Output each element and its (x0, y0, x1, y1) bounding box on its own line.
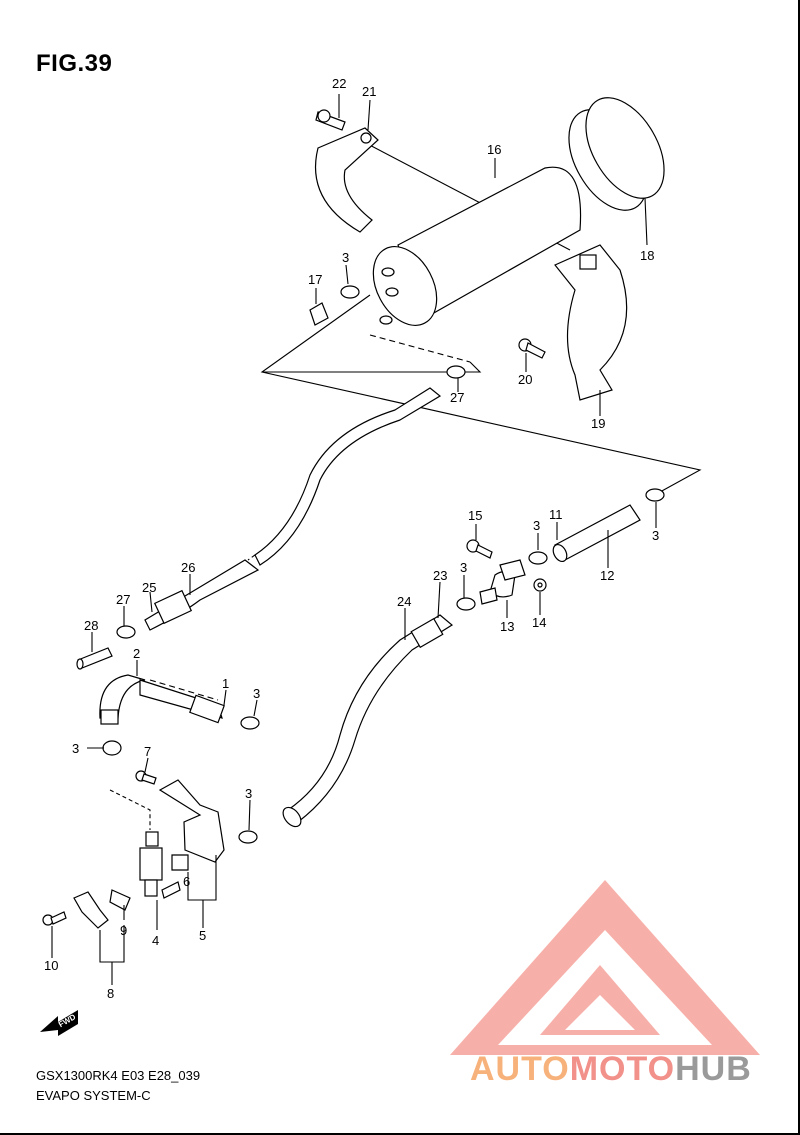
callout-14: 14 (532, 615, 546, 630)
callout-23: 23 (433, 568, 447, 583)
callout-1: 1 (222, 676, 229, 691)
canister-bracket (554, 244, 628, 401)
callout-8: 8 (107, 986, 114, 1001)
figure-code: GSX1300RK4 E03 E28_039 (36, 1068, 201, 1083)
callout-20: 20 (518, 372, 532, 387)
hose-clip-top (340, 285, 360, 299)
canister-clamp (314, 109, 379, 233)
forward-direction-arrow: FWD (40, 1010, 78, 1036)
valve-washer (533, 578, 547, 592)
callout-labels: 22 21 16 18 3 17 20 27 19 15 3 11 3 12 2… (44, 76, 659, 1001)
callout-11: 11 (549, 507, 563, 522)
figure-title: FIG.39 (36, 50, 113, 77)
callout-24: 24 (397, 594, 411, 609)
callout-3-bracket: 3 (245, 786, 252, 801)
screw-10 (42, 911, 67, 926)
callout-3-valve: 3 (533, 518, 540, 533)
callout-3-mid: 3 (460, 560, 467, 575)
callout-17: 17 (308, 272, 322, 287)
callout-3-canister: 3 (342, 250, 349, 265)
callout-26: 26 (181, 560, 195, 575)
canister (372, 166, 582, 326)
check-valve-4 (139, 831, 181, 899)
watermark-part-moto: MOTO (569, 1050, 676, 1088)
callout-15: 15 (468, 508, 482, 523)
hose-clip-3-low (102, 740, 122, 756)
clamp-8 (73, 891, 109, 929)
hose-joint-28 (76, 647, 113, 670)
callout-3-hose1: 3 (253, 686, 260, 701)
callout-28: 28 (84, 618, 98, 633)
callout-19: 19 (591, 416, 605, 431)
watermark-part-auto: AUTO (470, 1050, 570, 1088)
callout-21: 21 (362, 84, 376, 99)
callout-27-top: 27 (450, 390, 464, 405)
callout-27-lower: 27 (116, 592, 130, 607)
callout-25: 25 (142, 580, 156, 595)
hose-clip-11 (528, 551, 548, 565)
purge-valve (479, 559, 526, 605)
callout-5: 5 (199, 928, 206, 943)
watermark-text: AUTOMOTOHUB (470, 1050, 752, 1089)
callout-6: 6 (183, 874, 190, 889)
hose-12 (552, 504, 641, 563)
cushion-9 (109, 889, 131, 911)
callout-12: 12 (600, 568, 614, 583)
callout-7: 7 (144, 744, 151, 759)
damper-6 (171, 854, 189, 871)
callout-3-right: 3 (652, 528, 659, 543)
callout-16: 16 (487, 142, 501, 157)
watermark-part-hub: HUB (675, 1050, 752, 1088)
hose-24 (282, 614, 454, 828)
callout-9: 9 (120, 923, 127, 938)
callout-2: 2 (133, 646, 140, 661)
bracket-bolt (518, 338, 546, 359)
hose-clip-27-top (446, 365, 466, 379)
figure-name: EVAPO SYSTEM-C (36, 1088, 151, 1103)
callout-13: 13 (500, 619, 514, 634)
valve-bolt (466, 539, 493, 559)
callout-3-low: 3 (72, 741, 79, 756)
hose-clip-3-bracket (238, 830, 258, 844)
hose-clip-3-left (240, 716, 260, 730)
hose-clip-3-mid (456, 597, 476, 611)
callout-4: 4 (152, 933, 159, 948)
screw-7 (135, 770, 157, 785)
watermark-logo (450, 880, 760, 1055)
callout-18: 18 (640, 248, 654, 263)
canister-cushion (568, 97, 665, 211)
hose-cap (309, 302, 329, 326)
hose-clip-3-right (645, 488, 665, 502)
valve-bracket (158, 779, 225, 863)
hose-2 (99, 674, 225, 725)
hose-26 (144, 387, 442, 631)
hose-clip-27-lower (116, 625, 136, 639)
leader-lines (51, 94, 657, 985)
callout-22: 22 (332, 76, 346, 91)
callout-10: 10 (44, 958, 58, 973)
